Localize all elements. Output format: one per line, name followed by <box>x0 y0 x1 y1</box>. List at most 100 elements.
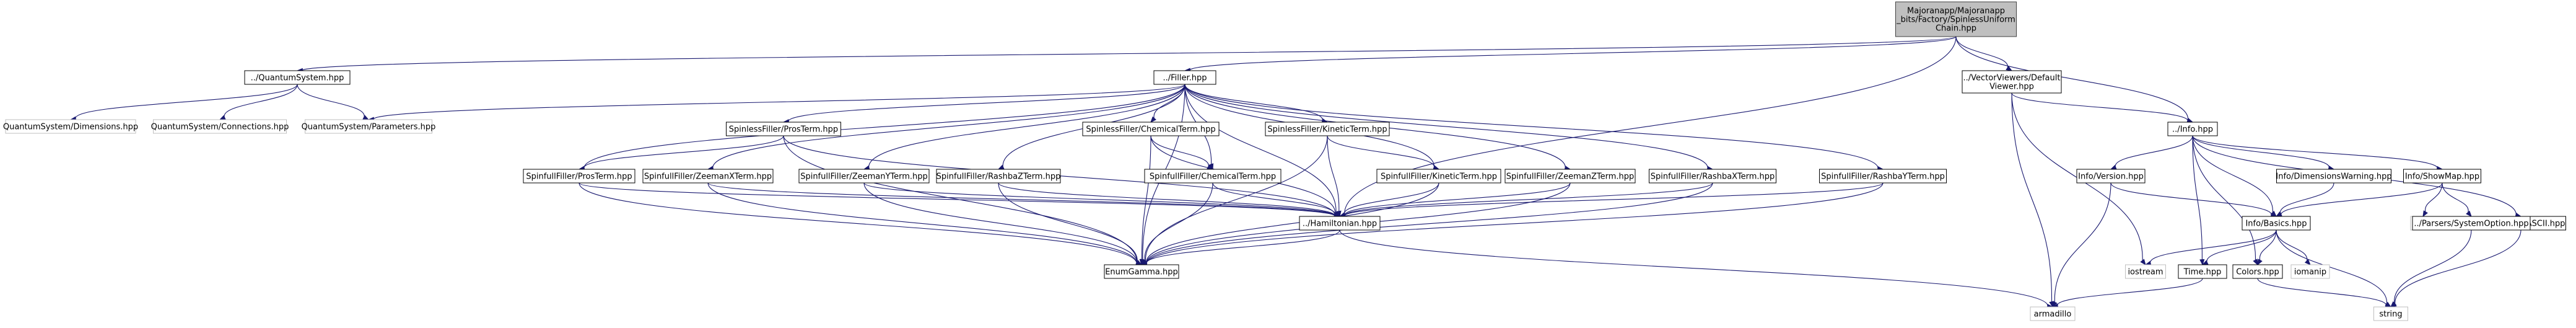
edge-info-to-info_showmap <box>2192 135 2438 169</box>
edge-arrowhead <box>2253 259 2258 266</box>
edge-info_showmap-to-parsers <box>2442 182 2469 213</box>
edge-vectorviewers-to-info <box>2011 92 2188 122</box>
node-time[interactable]: Time.hpp <box>2178 264 2227 279</box>
node-info_showmap[interactable]: Info/ShowMap.hpp <box>2403 169 2481 184</box>
edge-info_dimwarn-to-info_basics <box>2280 182 2334 215</box>
edge-layer <box>69 36 2522 309</box>
edge-sl_pros-to-enumgamma <box>783 135 1138 264</box>
node-colors[interactable]: Colors.hpp <box>2232 264 2283 279</box>
edge-info-to-info_dimwarn <box>2192 135 2329 169</box>
node-label: armadillo <box>2034 310 2072 319</box>
edge-sf_zy-to-hamiltonian <box>863 182 1335 216</box>
node-label: Info/ShowMap.hpp <box>2405 172 2479 182</box>
edge-sl_pros-to-sf_pros <box>583 135 784 169</box>
edge-sl_kin-to-hamiltonian <box>1327 135 1340 212</box>
edge-sl_chem-to-enumgamma <box>1142 135 1151 260</box>
node-box <box>798 169 930 184</box>
node-box <box>936 169 1061 184</box>
node-info_version[interactable]: Info/Version.hpp <box>2076 169 2146 184</box>
node-iomanip: iomanip <box>2290 264 2330 279</box>
edge-sf_zy-to-enumgamma <box>863 182 1137 264</box>
edge-arrowhead <box>2140 259 2146 266</box>
node-box <box>1376 169 1501 184</box>
node-box <box>1265 122 1390 136</box>
node-sf_zy[interactable]: SpinfullFiller/ZeemanYTerm.hpp <box>798 169 930 184</box>
edge-arrowhead <box>1336 210 1342 218</box>
node-label: SpinfullFiller/RashbaZTerm.hpp <box>937 172 1061 182</box>
edge-sl_kin-to-sf_kin <box>1327 135 1434 168</box>
node-label: Info/Version.hpp <box>2078 172 2144 182</box>
edge-arrowhead <box>2422 210 2428 218</box>
edge-sf_zx-to-hamiltonian <box>707 182 1335 217</box>
node-layer: Majoranapp/Majoranapp_bits/Factory/Spinl… <box>3 1 2566 321</box>
node-sf_rx[interactable]: SpinfullFiller/RashbaXTerm.hpp <box>1649 169 1776 184</box>
node-sl_kin[interactable]: SpinlessFiller/KineticTerm.hpp <box>1265 122 1390 136</box>
edge-info-to-colors <box>2192 135 2256 260</box>
node-box <box>1082 122 1220 136</box>
edge-root-to-quantumsystem <box>302 36 1957 71</box>
edge-filler-to-sl_kin <box>1184 84 1323 122</box>
node-qs_connections: QuantumSystem/Connections.hpp <box>151 119 289 134</box>
edge-filler-to-sf_rx <box>1184 84 1708 169</box>
node-box <box>2412 216 2531 231</box>
edge-sf_pros-to-hamiltonian <box>579 182 1335 217</box>
edge-arrowhead <box>2006 65 2013 71</box>
node-label: string <box>2379 310 2402 319</box>
edge-filler-to-qs_parameters <box>373 84 1185 120</box>
node-enumgamma[interactable]: EnumGamma.hpp <box>1104 264 1179 279</box>
edge-filler-to-sf_zx <box>712 84 1185 169</box>
node-sl_pros[interactable]: SpinlessFiller/ProsTerm.hpp <box>726 122 841 136</box>
node-box <box>1299 216 1381 231</box>
edge-arrowhead <box>2466 210 2472 218</box>
node-root[interactable]: Majoranapp/Majoranapp_bits/Factory/Spinl… <box>1895 1 2017 37</box>
edge-info_showmap-to-info_basics <box>2281 182 2443 216</box>
edge-sf_rx-to-hamiltonian <box>1344 182 1713 216</box>
node-box <box>1504 169 1636 184</box>
node-info[interactable]: ../Info.hpp <box>2167 122 2218 136</box>
node-label: Majoranapp/Majoranapp <box>1907 7 2005 16</box>
node-info_basics[interactable]: Info/Basics.hpp <box>2242 216 2311 231</box>
edge-quantumsystem-to-qs_connections <box>224 84 298 118</box>
node-label: _bits/Factory/SpinlessUniform <box>1896 16 2015 25</box>
node-box <box>1649 169 1776 184</box>
edge-sf_ry-to-enumgamma <box>1146 182 1884 265</box>
edge-arrowhead <box>1150 116 1156 123</box>
node-sf_chem[interactable]: SpinfullFiller/ChemicalTerm.hpp <box>1144 169 1281 184</box>
node-label: ../QuantumSystem.hpp <box>251 74 344 83</box>
node-label: Info/DimensionsWarning.hpp <box>2276 172 2391 182</box>
node-sf_rz[interactable]: SpinfullFiller/RashbaZTerm.hpp <box>936 169 1061 184</box>
node-sf_pros[interactable]: SpinfullFiller/ProsTerm.hpp <box>523 169 635 184</box>
node-label: Viewer.hpp <box>1989 82 2034 92</box>
node-box <box>244 70 351 85</box>
node-filler[interactable]: ../Filler.hpp <box>1153 70 1216 85</box>
node-sf_zx[interactable]: SpinfullFiller/ZeemanXTerm.hpp <box>642 169 774 184</box>
node-hamiltonian[interactable]: ../Hamiltonian.hpp <box>1299 216 1381 231</box>
node-quantumsystem[interactable]: ../QuantumSystem.hpp <box>244 70 351 85</box>
node-label: SpinfullFiller/ZeemanXTerm.hpp <box>644 172 772 182</box>
node-label: SpinfullFiller/ZeemanYTerm.hpp <box>800 172 928 182</box>
node-box <box>2232 264 2283 279</box>
node-info_dimwarn[interactable]: Info/DimensionsWarning.hpp <box>2276 169 2392 184</box>
node-parsers[interactable]: ../Parsers/SystemOption.hpp <box>2412 216 2531 231</box>
node-label: ../Parsers/SystemOption.hpp <box>2414 219 2528 229</box>
edge-info_basics-to-iostream <box>2150 229 2277 264</box>
edge-arrowhead <box>362 115 370 120</box>
edge-hamiltonian-to-armadillo <box>1339 229 2048 307</box>
node-sf_ry[interactable]: SpinfullFiller/RashbaYTerm.hpp <box>1819 169 1947 184</box>
node-sl_chem[interactable]: SpinlessFiller/ChemicalTerm.hpp <box>1082 122 1220 136</box>
node-sf_kin[interactable]: SpinfullFiller/KineticTerm.hpp <box>1376 169 1501 184</box>
node-label: QuantumSystem/Parameters.hpp <box>302 123 436 132</box>
node-label: iomanip <box>2294 268 2326 277</box>
node-label: ../Filler.hpp <box>1163 74 1207 83</box>
node-sf_zz[interactable]: SpinfullFiller/ZeemanZTerm.hpp <box>1504 169 1636 184</box>
node-box <box>2076 169 2146 184</box>
node-label: QuantumSystem/Connections.hpp <box>151 123 289 132</box>
edge-sl_chem-to-sf_chem <box>1150 135 1209 167</box>
node-label: Info/Basics.hpp <box>2245 219 2307 229</box>
edge-quantumsystem-to-qs_dimensions <box>75 84 298 119</box>
node-box <box>1144 169 1281 184</box>
edge-sf_zx-to-enumgamma <box>707 182 1137 264</box>
node-label: ../VectorViewers/Default <box>1963 74 2061 83</box>
edge-sf_rx-to-enumgamma <box>1146 182 1713 264</box>
